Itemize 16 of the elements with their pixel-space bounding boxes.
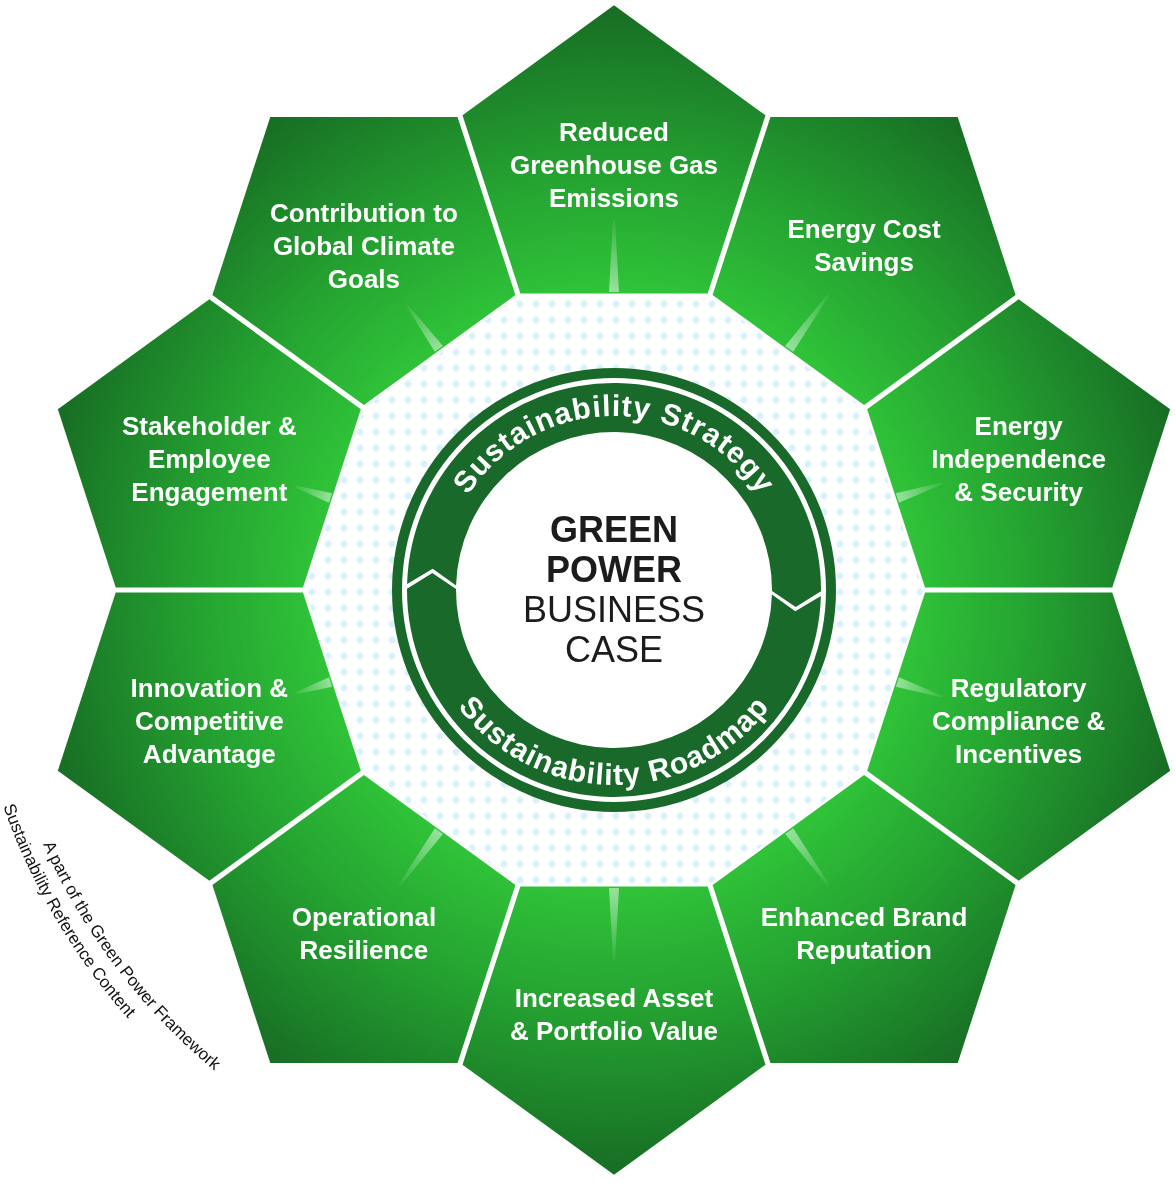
benefit-text: Enhanced Brand Reputation — [759, 901, 969, 968]
benefit-text: Energy Independence & Security — [930, 409, 1108, 508]
pentagon-tile — [867, 299, 1171, 588]
benefit-text: Regulatory Compliance & Incentives — [930, 671, 1107, 771]
benefit-text: Operational Resilience — [290, 901, 438, 968]
pentagon-tile — [867, 592, 1171, 881]
center-title: GREEN POWER — [545, 510, 683, 590]
benefit-text: Increased Asset & Portfolio Value — [509, 982, 719, 1049]
pentagon-tile — [57, 299, 361, 588]
benefit-text: Stakeholder & Employee Engagement — [120, 409, 298, 508]
benefit-text: Innovation & Competitive Advantage — [129, 671, 290, 771]
center-title: BUSINESS CASE — [521, 590, 707, 670]
benefit-text: Reduced Greenhouse Gas Emissions — [508, 115, 720, 214]
benefit-text: Contribution to Global Climate Goals — [269, 196, 459, 296]
pentagon-tile — [462, 5, 766, 294]
benefit-text: Energy Cost Savings — [786, 212, 942, 279]
